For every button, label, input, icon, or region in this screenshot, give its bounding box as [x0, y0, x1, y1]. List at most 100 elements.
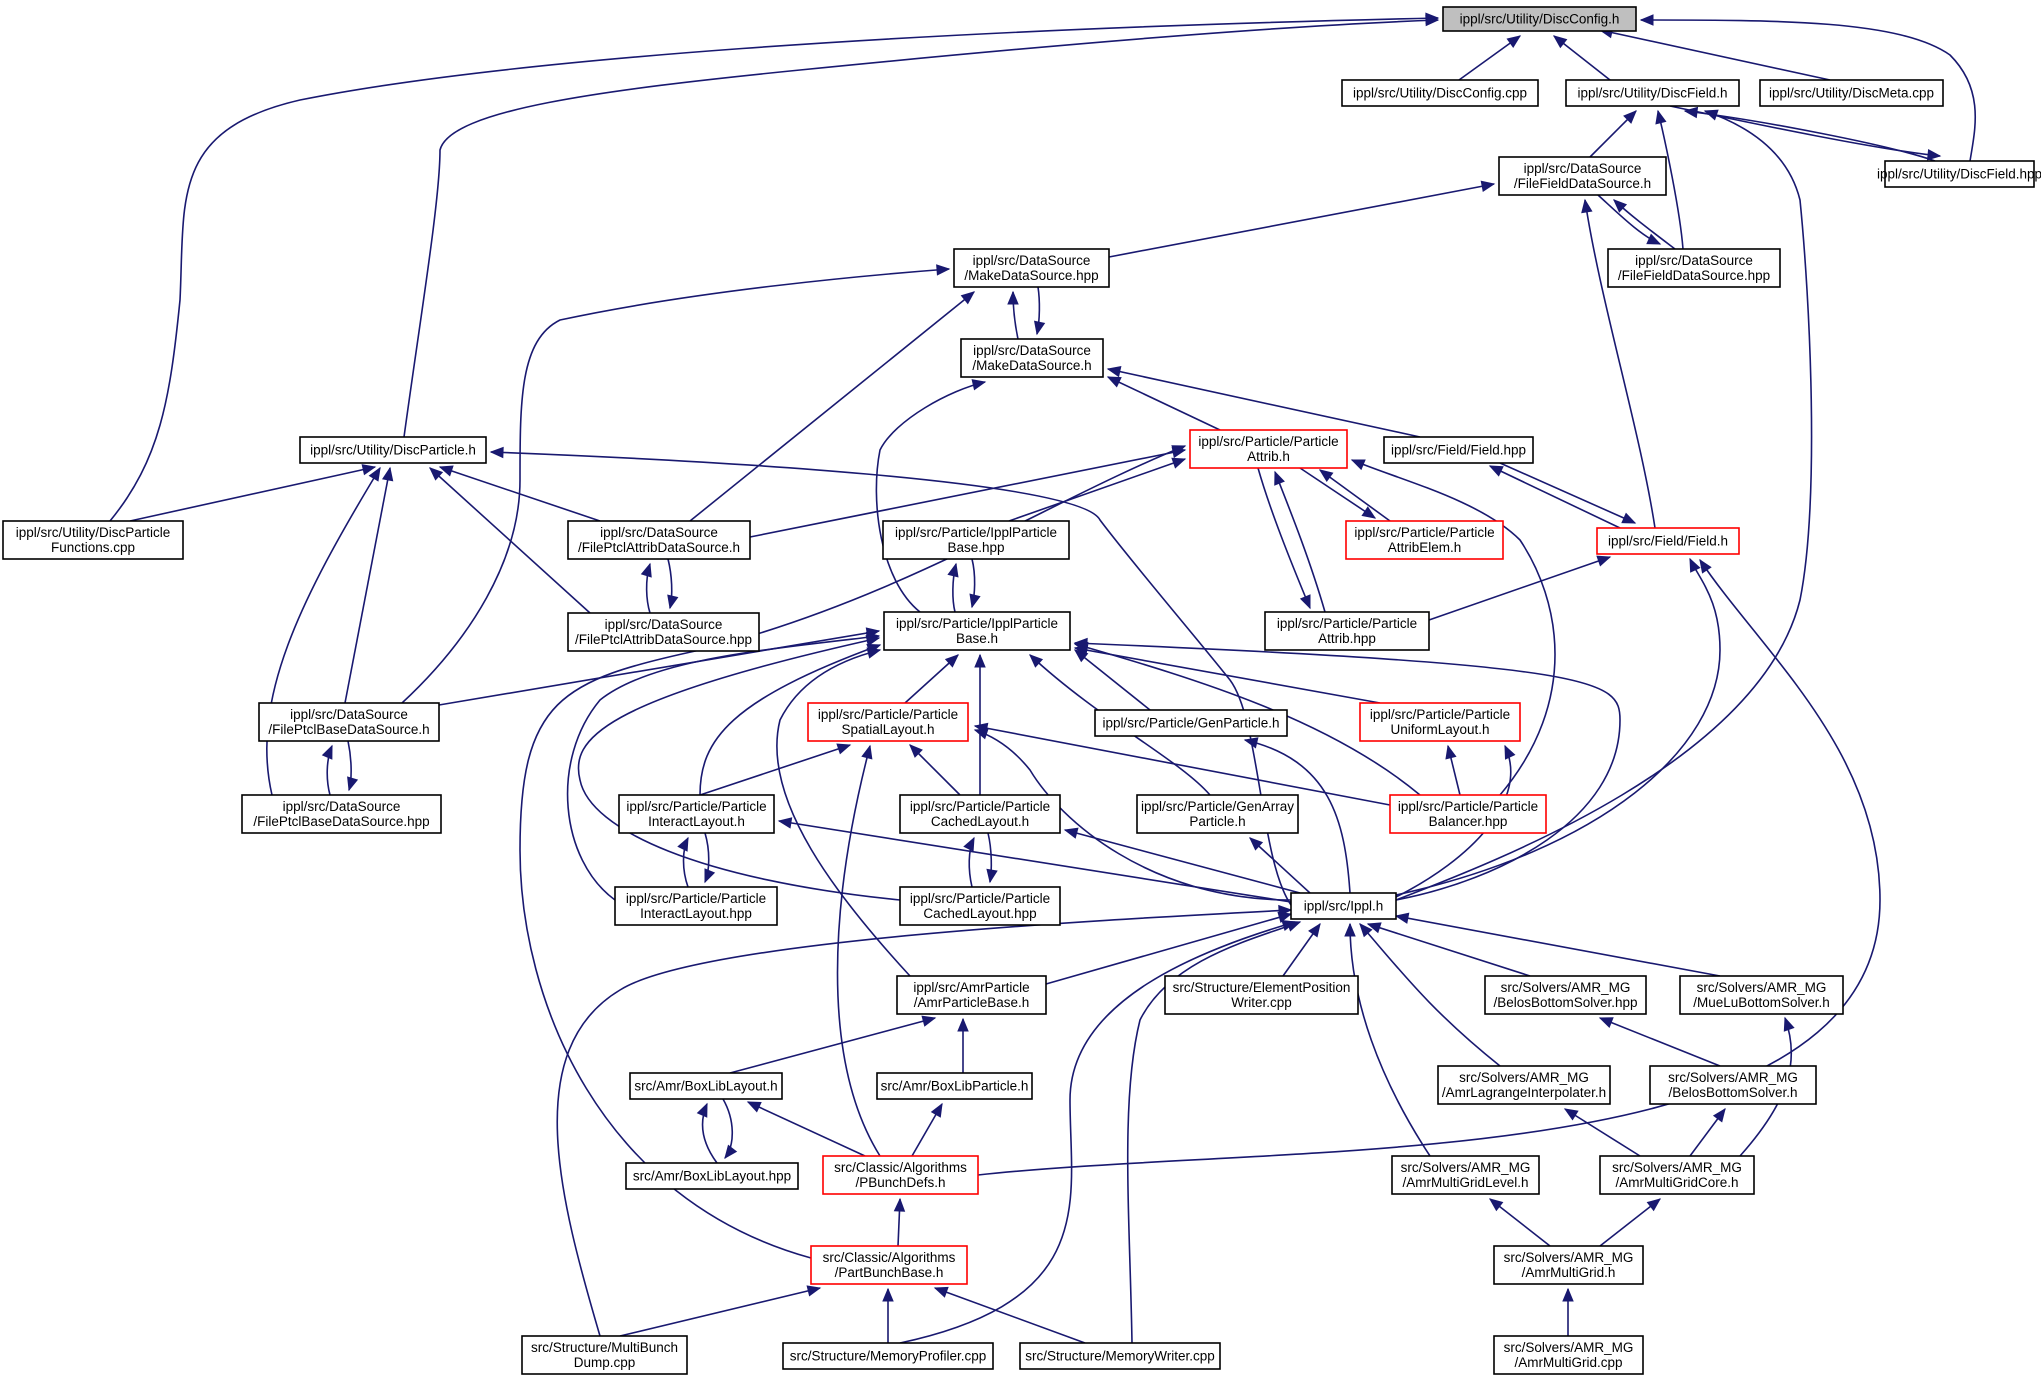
node-memorywriter-cpp[interactable]: src/Structure/MemoryWriter.cpp [1019, 1342, 1221, 1370]
arrowhead [1646, 233, 1662, 245]
node-fileptclbase-h[interactable]: ippl/src/DataSource/FilePtclBaseDataSour… [258, 702, 440, 742]
dependency-edge-discconfig_cpp-to-discconfig_h [1458, 35, 1522, 81]
node-discconfig-cpp[interactable]: ippl/src/Utility/DiscConfig.cpp [1341, 79, 1539, 107]
node-label: ippl/src/Particle/Particle [910, 799, 1050, 814]
node-partbunchbase-h[interactable]: src/Classic/Algorithms/PartBunchBase.h [810, 1245, 968, 1285]
dependency-edge-cachedlayout_hpp-to-cachedlayout_h [963, 836, 975, 888]
node-discparticle-h[interactable]: ippl/src/Utility/DiscParticle.h [299, 436, 487, 464]
dependency-edge-particleattrib_h-to-particleattrib_hpp [1257, 467, 1311, 610]
node-amrmultigridcore-h[interactable]: src/Solvers/AMR_MG/AmrMultiGridCore.h [1599, 1155, 1755, 1195]
node-discconfig-h[interactable]: ippl/src/Utility/DiscConfig.h [1442, 6, 1637, 32]
node-belosbottom-h[interactable]: src/Solvers/AMR_MG/BelosBottomSolver.h [1649, 1065, 1817, 1105]
node-label: src/Classic/Algorithms [823, 1250, 956, 1265]
node-belosbottom-hpp[interactable]: src/Solvers/AMR_MG/BelosBottomSolver.hpp [1484, 975, 1647, 1015]
node-fileptclattrib-hpp[interactable]: ippl/src/DataSource/FilePtclAttribDataSo… [567, 612, 760, 652]
node-label: ippl/src/DataSource [290, 707, 408, 722]
arrowhead [1425, 12, 1440, 25]
dependency-edge-pbunchdefs_h-to-field_h [977, 558, 1881, 1176]
arrowhead [1243, 737, 1259, 749]
dependency-edge-belosbottom_hpp-to-ippl_h [1366, 922, 1531, 977]
node-box [960, 338, 1104, 378]
arrowhead [640, 562, 652, 578]
node-field-h[interactable]: ippl/src/Field/Field.h [1596, 527, 1740, 555]
node-interactlayout-h[interactable]: ippl/src/Particle/ParticleInteractLayout… [618, 794, 775, 834]
node-label: src/Classic/Algorithms [834, 1160, 967, 1175]
node-label: /FilePtclAttribDataSource.h [578, 540, 740, 555]
node-amrparticlebase-h[interactable]: ippl/src/AmrParticle/AmrParticleBase.h [896, 975, 1047, 1015]
node-pbunchdefs-h[interactable]: src/Classic/Algorithms/PBunchDefs.h [822, 1155, 979, 1195]
node-label: ippl/src/Utility/DiscField.h [1577, 86, 1727, 101]
dependency-edge-cachedlayout_h-to-spatiallayout_h [909, 744, 961, 796]
node-label: src/Solvers/AMR_MG [1668, 1070, 1798, 1085]
node-interactlayout-hpp[interactable]: ippl/src/Particle/ParticleInteractLayout… [614, 886, 778, 926]
node-label: AttribElem.h [1388, 540, 1462, 555]
node-makeds-h[interactable]: ippl/src/DataSource/MakeDataSource.h [960, 338, 1104, 378]
node-label: Attrib.h [1247, 449, 1290, 464]
node-label: ippl/src/Particle/Particle [1277, 616, 1417, 631]
node-amrmultigrid-cpp[interactable]: src/Solvers/AMR_MG/AmrMultiGrid.cpp [1493, 1335, 1644, 1375]
node-boxliblayout-hpp[interactable]: src/Amr/BoxLibLayout.hpp [625, 1162, 799, 1190]
node-discparticlefunc-cpp[interactable]: ippl/src/Utility/DiscParticleFunctions.c… [2, 520, 184, 560]
dependency-edge-discmeta_cpp-to-discconfig_h [1598, 27, 1831, 81]
node-box [1759, 79, 1944, 107]
node-label: ippl/src/Particle/IpplParticle [896, 616, 1058, 631]
node-filefield-h[interactable]: ippl/src/DataSource/FileFieldDataSource.… [1498, 156, 1667, 196]
node-label: ippl/src/Utility/DiscParticle.h [310, 443, 476, 458]
arrowhead [861, 744, 873, 760]
arrowhead [836, 743, 852, 755]
arrowhead [1308, 922, 1321, 938]
arrowhead [882, 1287, 894, 1302]
node-box [1607, 248, 1781, 288]
node-muelubottom-h[interactable]: src/Solvers/AMR_MG/MueLuBottomSolver.h [1679, 975, 1844, 1015]
node-label: /FilePtclBaseDataSource.hpp [253, 814, 429, 829]
arrowhead [1007, 290, 1019, 305]
node-boxliblayout-h[interactable]: src/Amr/BoxLibLayout.h [629, 1072, 783, 1100]
node-ippl-h[interactable]: ippl/src/Ippl.h [1290, 892, 1397, 920]
node-amrlagrange-h[interactable]: src/Solvers/AMR_MG/AmrLagrangeInterpolat… [1437, 1065, 1611, 1105]
node-field-hpp[interactable]: ippl/src/Field/Field.hpp [1383, 436, 1534, 464]
arrowhead [1171, 445, 1187, 456]
dependency-edge-partbunchbase_h-to-pbunchdefs_h [893, 1197, 906, 1247]
node-memoryprofiler-cpp[interactable]: src/Structure/MemoryProfiler.cpp [782, 1342, 994, 1370]
node-genparticle-h[interactable]: ippl/src/Particle/GenParticle.h [1094, 709, 1288, 737]
node-amrmultigrid-h[interactable]: src/Solvers/AMR_MG/AmrMultiGrid.h [1493, 1245, 1644, 1285]
node-fileptclattrib-h[interactable]: ippl/src/DataSource/FilePtclAttribDataSo… [567, 520, 751, 560]
node-filefield-hpp[interactable]: ippl/src/DataSource/FileFieldDataSource.… [1607, 248, 1781, 288]
node-makeds-hpp[interactable]: ippl/src/DataSource/MakeDataSource.hpp [953, 248, 1110, 288]
node-box [1264, 611, 1430, 651]
arrowhead [930, 1102, 943, 1118]
dependency-edge-pbunchdefs_h-to-boxliblayout_h [746, 1101, 866, 1157]
node-fileptclbase-hpp[interactable]: ippl/src/DataSource/FilePtclBaseDataSour… [241, 794, 442, 834]
node-amrmultigridlevel-h[interactable]: src/Solvers/AMR_MG/AmrMultiGridLevel.h [1391, 1155, 1540, 1195]
arrowhead [1703, 109, 1719, 121]
arrowhead [1581, 198, 1593, 214]
node-discfield-hpp[interactable]: ippl/src/Utility/DiscField.hpp [1877, 160, 2041, 188]
arrowhead [1563, 1108, 1579, 1121]
node-label: ippl/src/Particle/Particle [1398, 799, 1538, 814]
node-discfield-h[interactable]: ippl/src/Utility/DiscField.h [1565, 79, 1740, 107]
arrowhead [1366, 922, 1382, 934]
node-label: /AmrMultiGridLevel.h [1402, 1175, 1528, 1190]
node-label: Dump.cpp [574, 1355, 636, 1370]
node-spatiallayout-h[interactable]: ippl/src/Particle/ParticleSpatialLayout.… [807, 702, 969, 742]
node-label: /BelosBottomSolver.h [1668, 1085, 1797, 1100]
node-boxlibparticle-h[interactable]: src/Amr/BoxLibParticle.h [876, 1072, 1033, 1100]
node-label: src/Solvers/AMR_MG [1401, 1160, 1531, 1175]
node-cachedlayout-hpp[interactable]: ippl/src/Particle/ParticleCachedLayout.h… [899, 886, 1061, 926]
node-label: src/Solvers/AMR_MG [1697, 980, 1827, 995]
node-uniformlayout-h[interactable]: ippl/src/Particle/ParticleUniformLayout.… [1359, 702, 1521, 742]
arrowhead [1488, 465, 1504, 477]
node-discmeta-cpp[interactable]: ippl/src/Utility/DiscMeta.cpp [1759, 79, 1944, 107]
arrowhead [1359, 923, 1373, 938]
